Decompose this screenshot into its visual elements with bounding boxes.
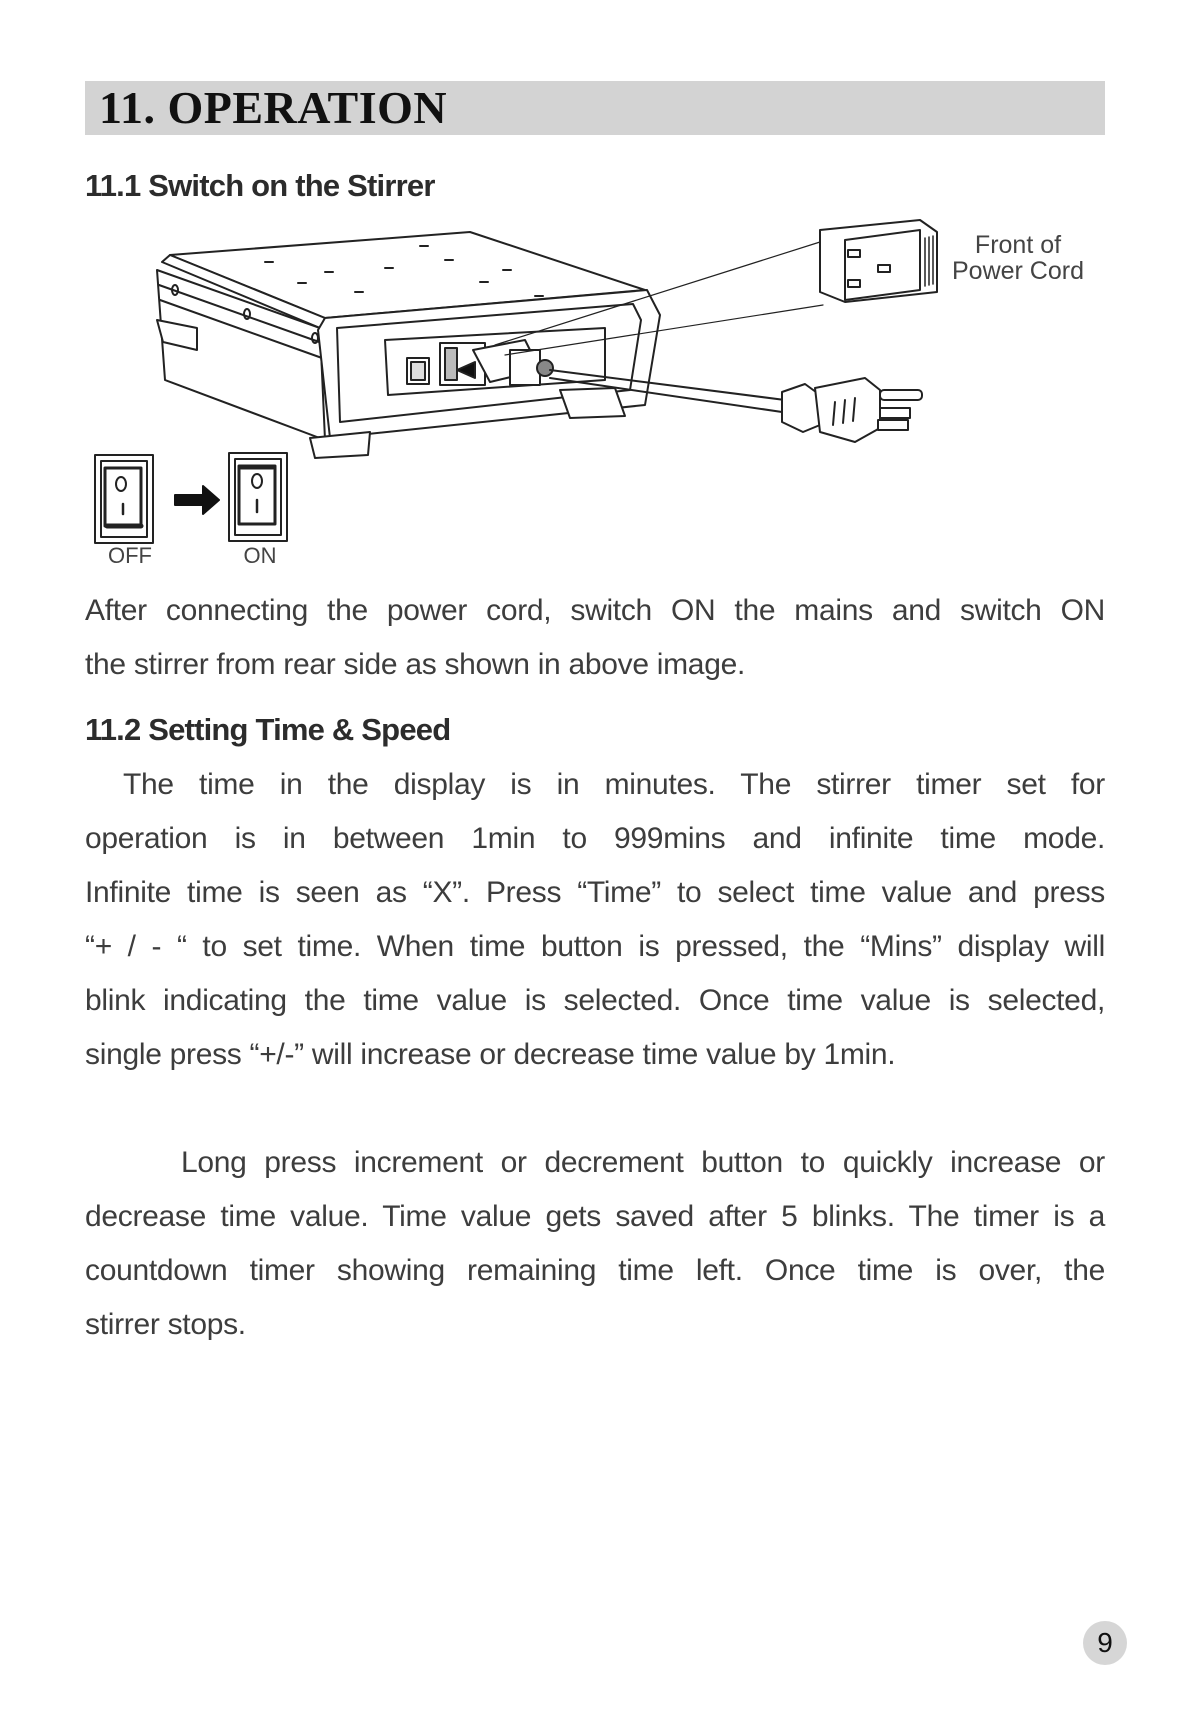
- section-title: 11. OPERATION: [99, 82, 448, 133]
- long-press-paragraph-last: stirrer stops.: [85, 1298, 1105, 1352]
- paragraph-line: countdown timer showing remaining time l…: [85, 1254, 1105, 1287]
- stirrer-connection-figure: Front of Power Cord OFF ON: [85, 210, 1105, 570]
- paragraph-line: the stirrer from rear side as shown in a…: [85, 648, 745, 681]
- paragraph-line: Long press increment or decrement button…: [181, 1146, 1105, 1179]
- switch-on-label: ON: [243, 543, 277, 568]
- rocker-switch-off-icon: [94, 454, 154, 544]
- paragraph-line: decrease time value. Time value gets sav…: [85, 1200, 1105, 1233]
- rocker-switch-on-icon: [228, 452, 288, 542]
- paragraph-line: The time in the display is in minutes. T…: [123, 768, 1105, 801]
- callout-label-line1: Front of: [974, 231, 1062, 259]
- paragraph-line: Infinite time is seen as “X”. Press “Tim…: [85, 876, 1105, 909]
- paragraph-line: operation is in between 1min to 999mins …: [85, 822, 1105, 855]
- subsection-heading-time-speed: 11.2 Setting Time & Speed: [85, 712, 451, 747]
- long-press-paragraph: Long press increment or decrement button…: [85, 1136, 1105, 1298]
- callout-label-line2: Power Cord: [952, 257, 1084, 285]
- paragraph-line: single press “+/-” will increase or decr…: [85, 1038, 896, 1071]
- switch-on-paragraph: After connecting the power cord, switch …: [85, 584, 1105, 638]
- paragraph-line: stirrer stops.: [85, 1308, 246, 1341]
- front-of-power-cord-label: Front of Power Cord: [943, 232, 1093, 284]
- paragraph-line: After connecting the power cord, switch …: [85, 594, 1105, 627]
- page-number: 9: [1083, 1621, 1127, 1665]
- time-paragraph: The time in the display is in minutes. T…: [85, 758, 1105, 1028]
- subsection-heading-switch-on: 11.1 Switch on the Stirrer: [85, 168, 435, 203]
- switch-off-label: OFF: [108, 543, 152, 568]
- switch-on-paragraph-last: the stirrer from rear side as shown in a…: [85, 638, 1105, 692]
- section-title-bar: 11. OPERATION: [85, 81, 1105, 135]
- arrow-right-icon: [174, 485, 220, 515]
- time-paragraph-last: single press “+/-” will increase or decr…: [85, 1028, 1105, 1082]
- stirrer-device-icon: [94, 219, 938, 544]
- paragraph-line: “+ / - “ to set time. When time button i…: [85, 930, 1105, 963]
- paragraph-line: blink indicating the time value is selec…: [85, 984, 1105, 1017]
